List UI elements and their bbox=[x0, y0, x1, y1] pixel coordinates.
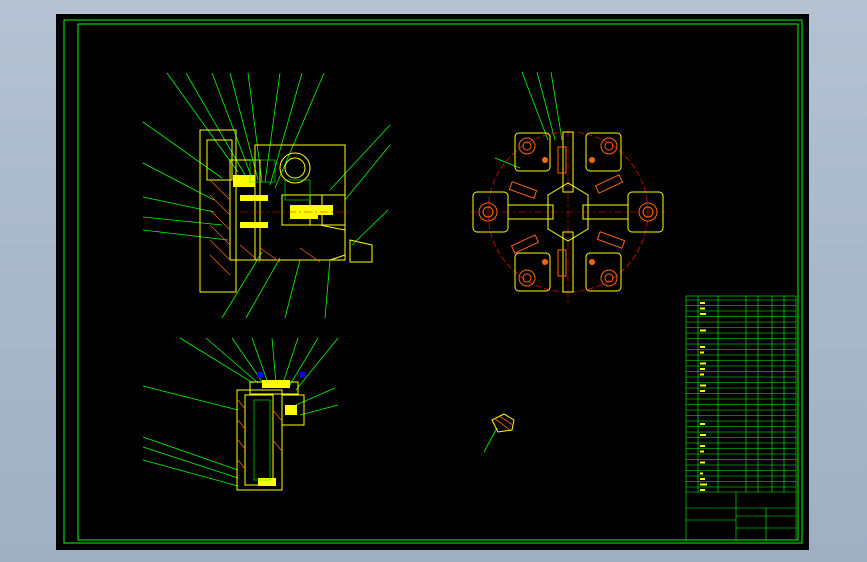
bom-cell-mark bbox=[700, 368, 705, 370]
bom-cell-mark bbox=[700, 385, 706, 387]
bom-cell-mark bbox=[700, 390, 705, 392]
bom-cell-mark bbox=[700, 423, 705, 425]
bom-cell-mark bbox=[700, 308, 705, 310]
bom-cell-mark bbox=[700, 451, 704, 453]
bom-cell-mark bbox=[700, 374, 704, 376]
bom-cell-mark bbox=[700, 330, 706, 332]
bom-cell-mark bbox=[700, 478, 705, 480]
bom-cell-mark bbox=[700, 462, 705, 464]
drawing-canvas[interactable] bbox=[56, 14, 809, 550]
bom-cell-mark bbox=[700, 489, 705, 491]
bom-cell-mark bbox=[700, 473, 703, 475]
bom-cell-mark bbox=[700, 445, 705, 447]
bom-cell-mark bbox=[700, 434, 706, 436]
bom-cell-mark bbox=[700, 352, 704, 354]
bom-cell-mark bbox=[700, 484, 707, 486]
bom-cell-mark bbox=[700, 363, 706, 365]
bom-cell-mark bbox=[700, 346, 705, 348]
bom-cell-mark bbox=[700, 302, 705, 304]
bom-cell-mark bbox=[700, 313, 706, 315]
